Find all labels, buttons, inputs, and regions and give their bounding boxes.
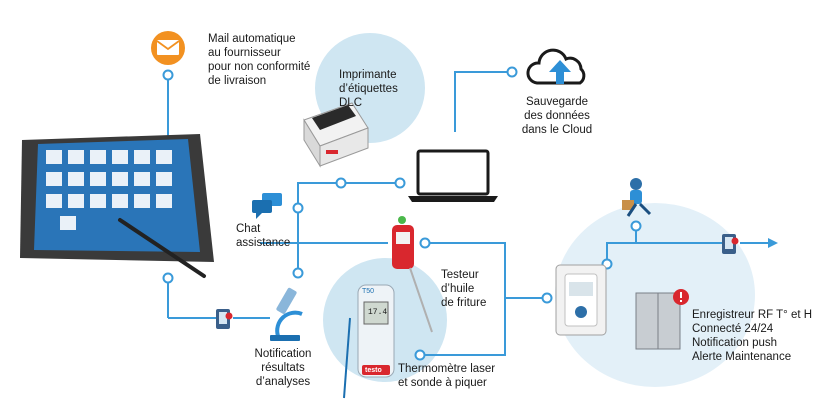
cloud-label: Sauvegarde des données dans le Cloud	[521, 96, 593, 136]
chat-label: Chat assistance	[236, 223, 291, 249]
rf-recorder-icon	[555, 264, 607, 336]
phone-alert-icon	[216, 309, 233, 329]
oil-tester-label: Testeur d’huile de friture	[441, 269, 487, 309]
thermometer-brand: testo	[365, 367, 382, 374]
delivery-man-icon	[622, 178, 652, 217]
fridge-icon	[635, 289, 689, 350]
arrow-head	[768, 238, 778, 248]
thermometer-icon	[343, 284, 395, 399]
microscope-icon	[270, 287, 303, 341]
printer-label: Imprimante d’étiquettes DLC	[339, 69, 398, 109]
cloud-upload-icon	[526, 48, 586, 85]
laptop-icon	[408, 149, 498, 202]
mail-icon	[151, 31, 185, 65]
node-dots	[162, 66, 642, 361]
recorder-label: Enregistreur RF T° et H Connecté 24/24 N…	[692, 309, 813, 363]
lab-results-label: Notification résultats d’analyses	[254, 348, 312, 388]
thermometer-display-value: 17.4	[368, 308, 388, 317]
oil-tester-icon	[392, 216, 433, 333]
chat-icon	[252, 193, 282, 219]
thermometer-label: Thermomètre laser et sonde à piquer	[398, 363, 496, 389]
thermometer-model: T50	[362, 288, 375, 295]
tablet-icon	[20, 134, 214, 278]
mail-label: Mail automatique au fournisseur pour non…	[208, 33, 311, 87]
phone-alert-icon	[722, 234, 739, 254]
printer-icon	[303, 102, 369, 168]
connection-lines	[167, 71, 768, 356]
